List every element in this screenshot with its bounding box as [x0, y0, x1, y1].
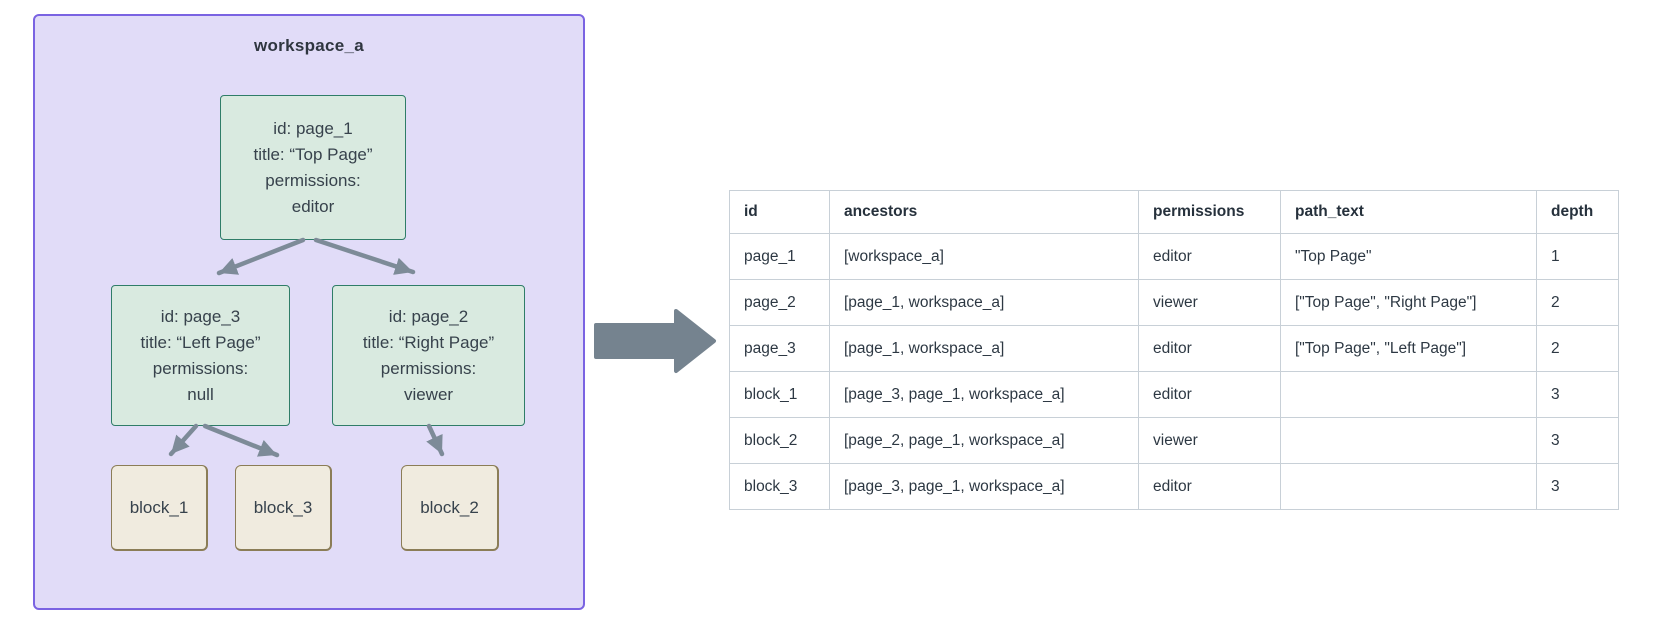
node-line: permissions: — [380, 358, 477, 378]
column-header-depth: depth — [1536, 190, 1619, 234]
cell-path_text — [1280, 417, 1537, 464]
node-page-1: id: page_1 title: “Top Page” permissions… — [220, 95, 406, 240]
cell-depth: 2 — [1536, 279, 1619, 326]
node-line: permissions: — [152, 358, 249, 378]
cell-path_text — [1280, 463, 1537, 510]
workspace-container: workspace_a id: page_1 title: “Top Page”… — [33, 14, 585, 610]
table-row: page_1[workspace_a]editor"Top Page"1 — [729, 233, 1619, 280]
node-line: viewer — [403, 384, 454, 404]
node-line: null — [187, 384, 214, 404]
node-line: title: “Left Page” — [140, 332, 261, 352]
column-header-id: id — [729, 190, 830, 234]
table-row: block_1[page_3, page_1, workspace_a]edit… — [729, 371, 1619, 418]
node-block-1: block_1 — [111, 465, 208, 551]
node-line: id: page_3 — [160, 306, 241, 326]
cell-ancestors: [page_2, page_1, workspace_a] — [829, 417, 1139, 464]
cell-permissions: editor — [1138, 233, 1281, 280]
cell-depth: 3 — [1536, 417, 1619, 464]
node-line: id: page_1 — [273, 118, 353, 138]
cell-permissions: editor — [1138, 463, 1281, 510]
cell-id: page_1 — [729, 233, 830, 280]
cell-permissions: editor — [1138, 325, 1281, 372]
cell-id: page_2 — [729, 279, 830, 326]
cell-permissions: editor — [1138, 371, 1281, 418]
cell-path_text: ["Top Page", "Left Page"] — [1280, 325, 1537, 372]
cell-id: block_3 — [729, 463, 830, 510]
node-block-2: block_2 — [401, 465, 499, 551]
node-label: block_2 — [420, 497, 479, 517]
cell-depth: 2 — [1536, 325, 1619, 372]
cell-permissions: viewer — [1138, 279, 1281, 326]
node-page-3: id: page_3 title: “Left Page” permission… — [111, 285, 290, 426]
node-block-3: block_3 — [235, 465, 332, 551]
cell-depth: 3 — [1536, 463, 1619, 510]
flow-arrow-icon — [594, 309, 716, 373]
node-line: title: “Top Page” — [253, 144, 373, 164]
node-page-2: id: page_2 title: “Right Page” permissio… — [332, 285, 525, 426]
cell-depth: 3 — [1536, 371, 1619, 418]
column-header-path_text: path_text — [1280, 190, 1537, 234]
workspace-title: workspace_a — [253, 36, 365, 55]
table-row: page_3[page_1, workspace_a]editor["Top P… — [729, 325, 1619, 372]
cell-ancestors: [page_1, workspace_a] — [829, 279, 1139, 326]
cell-ancestors: [page_3, page_1, workspace_a] — [829, 463, 1139, 510]
node-line: title: “Right Page” — [362, 332, 495, 352]
cell-depth: 1 — [1536, 233, 1619, 280]
cell-path_text — [1280, 371, 1537, 418]
cell-ancestors: [page_1, workspace_a] — [829, 325, 1139, 372]
cell-id: block_2 — [729, 417, 830, 464]
cell-id: page_3 — [729, 325, 830, 372]
table-row: page_2[page_1, workspace_a]viewer["Top P… — [729, 279, 1619, 326]
table-row: block_3[page_3, page_1, workspace_a]edit… — [729, 463, 1619, 510]
cell-id: block_1 — [729, 371, 830, 418]
cell-ancestors: [page_3, page_1, workspace_a] — [829, 371, 1139, 418]
table-row: block_2[page_2, page_1, workspace_a]view… — [729, 417, 1619, 464]
cell-ancestors: [workspace_a] — [829, 233, 1139, 280]
node-label: block_3 — [253, 497, 313, 517]
node-label: block_1 — [129, 497, 189, 517]
cell-path_text: "Top Page" — [1280, 233, 1537, 280]
cell-path_text: ["Top Page", "Right Page"] — [1280, 279, 1537, 326]
column-header-permissions: permissions — [1138, 190, 1281, 234]
column-header-ancestors: ancestors — [829, 190, 1139, 234]
node-line: editor — [291, 196, 335, 216]
cell-permissions: viewer — [1138, 417, 1281, 464]
node-line: permissions: — [265, 170, 361, 190]
node-line: id: page_2 — [388, 306, 469, 326]
